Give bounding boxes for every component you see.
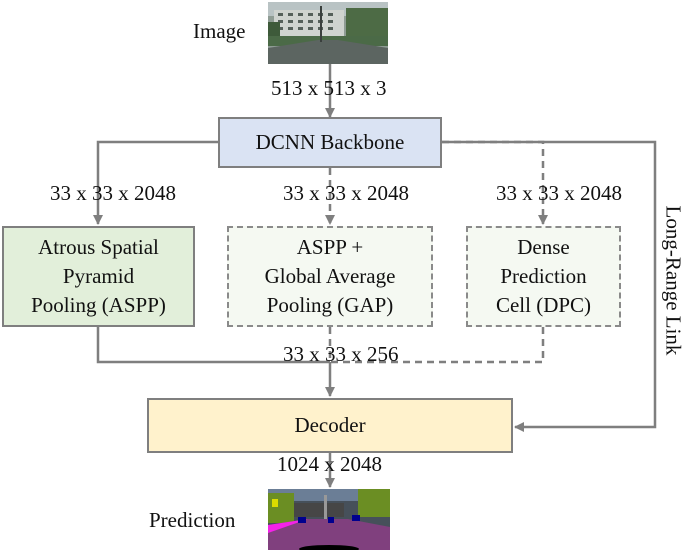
dcnn-backbone-label: DCNN Backbone bbox=[255, 130, 405, 154]
dpc-node: Dense Prediction Cell (DPC) bbox=[466, 226, 621, 327]
aspp-gap-node: ASPP + Global Average Pooling (GAP) bbox=[227, 226, 433, 327]
decoder-node: Decoder bbox=[147, 398, 513, 453]
gap-label-line1: ASPP + bbox=[296, 235, 364, 259]
aspp-node: Atrous Spatial Pyramid Pooling (ASPP) bbox=[2, 226, 195, 327]
dpc-label-line1: Dense bbox=[517, 235, 570, 259]
aspp-label-line3: Pooling (ASPP) bbox=[31, 293, 166, 317]
dpc-label-line3: Cell (DPC) bbox=[495, 293, 592, 317]
dim-merged: 33 x 33 x 256 bbox=[283, 342, 399, 366]
prediction-label: Prediction bbox=[149, 508, 236, 532]
aspp-label-line2: Pyramid bbox=[62, 264, 135, 288]
decoder-label: Decoder bbox=[294, 413, 366, 437]
dcnn-backbone-node: DCNN Backbone bbox=[218, 117, 442, 168]
line-aspp-to-merge bbox=[96, 327, 330, 364]
dim-aspp-input: 33 x 33 x 2048 bbox=[50, 181, 176, 205]
dim-output: 1024 x 2048 bbox=[277, 452, 382, 476]
aspp-label-line1: Atrous Spatial bbox=[38, 235, 159, 259]
input-image-thumbnail bbox=[268, 2, 388, 64]
arrow-backbone-to-aspp bbox=[93, 140, 218, 225]
dim-gap-input: 33 x 33 x 2048 bbox=[283, 181, 409, 205]
prediction-segmentation-thumbnail bbox=[268, 489, 390, 550]
gap-label-line3: Pooling (GAP) bbox=[266, 293, 394, 317]
gap-label-line2: Global Average bbox=[264, 264, 396, 288]
input-image-label: Image bbox=[193, 19, 246, 43]
long-range-link-label: Long-Range Link bbox=[661, 205, 685, 356]
arrow-long-range-link bbox=[442, 140, 657, 432]
dpc-label-line2: Prediction bbox=[500, 264, 587, 288]
dim-input: 513 x 513 x 3 bbox=[271, 76, 387, 100]
dim-dpc-input: 33 x 33 x 2048 bbox=[496, 181, 622, 205]
